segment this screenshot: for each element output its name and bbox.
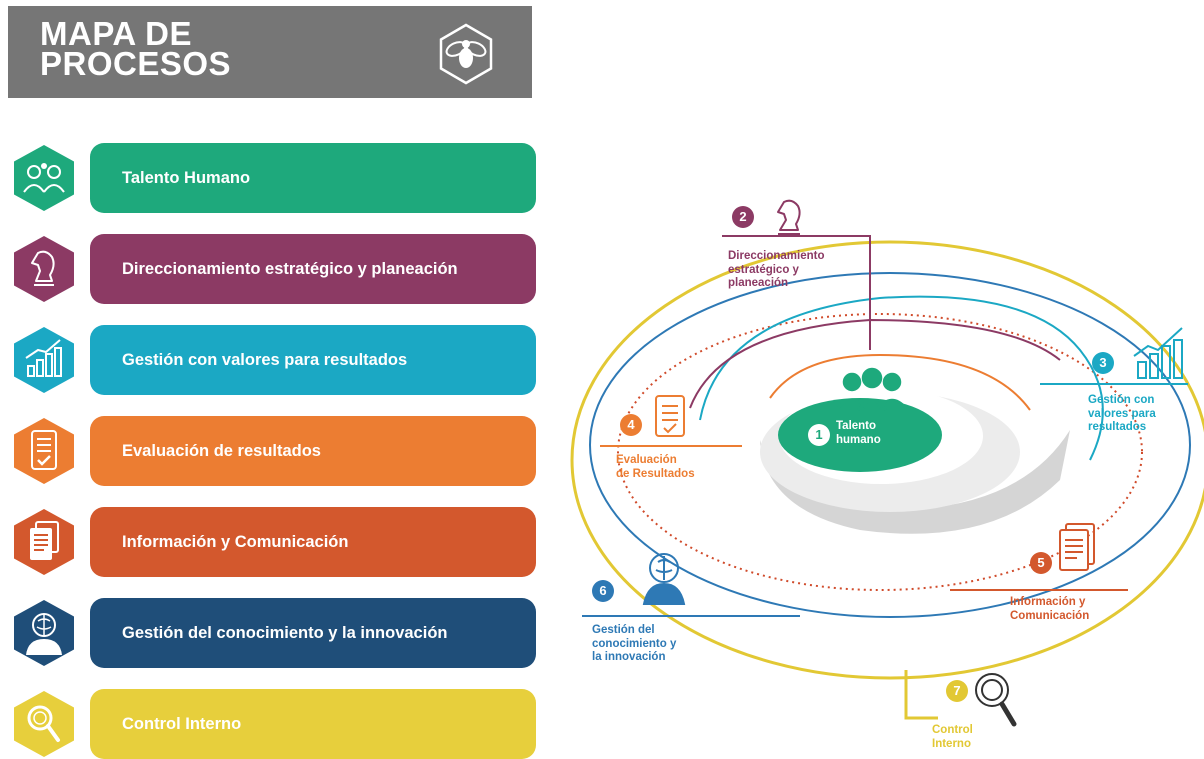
informacion-ring	[617, 313, 1143, 591]
bee-logo-icon	[439, 23, 493, 85]
checklist-doc-icon	[655, 395, 685, 437]
node-4-label: Evaluación de Resultados	[616, 454, 695, 481]
node-4-number: 4	[620, 414, 642, 436]
magnifier-diagram-icon	[975, 673, 1017, 727]
node-3-line-1: Gestión con	[1088, 394, 1155, 406]
magnifier-icon	[14, 691, 74, 757]
center-disk	[778, 398, 942, 472]
process-pill-6: Gestión del conocimiento y la innovación	[90, 598, 536, 668]
process-pill-7: Control Interno	[90, 689, 536, 759]
node-4-line-1: Evaluación	[616, 454, 677, 466]
node-3-line-3: resultados	[1088, 421, 1147, 433]
node-6-label: Gestión del conocimiento y la innovación	[592, 624, 676, 665]
brain-head-diagram-icon	[642, 553, 686, 605]
base-disk-shadow	[760, 430, 1070, 534]
process-cycle-diagram: 1 Talento humano 2 Direccionamiento estr…	[560, 180, 1204, 754]
process-pill-1: Talento Humano	[90, 143, 536, 213]
process-row-informacion[interactable]: Información y Comunicación	[10, 507, 540, 577]
documents-icon	[14, 509, 74, 575]
gestion-valores-ring	[699, 295, 1104, 461]
center-number: 1	[808, 424, 830, 446]
node-2-number: 2	[732, 206, 754, 228]
title-line-2: PROCESOS	[40, 45, 232, 82]
node-7-line-1: Control	[932, 724, 973, 736]
process-label-3: Gestión con valores para resultados	[122, 351, 408, 369]
evaluacion-ring	[769, 353, 1031, 411]
node-2-line-2: estratégico y	[728, 263, 799, 276]
node-5-line-2: Comunicación	[1010, 609, 1090, 622]
process-label-1: Talento Humano	[122, 169, 251, 187]
node-7-label: Control Interno	[932, 724, 973, 751]
chess-knight-icon	[14, 236, 74, 302]
process-pill-4: Evaluación de resultados	[90, 416, 536, 486]
center-label-line-2: humano	[836, 433, 881, 446]
node-6-line-1: Gestión del	[592, 624, 655, 636]
chart-growth-icon	[1133, 327, 1183, 379]
process-row-conocimiento[interactable]: Gestión del conocimiento y la innovación	[10, 598, 540, 668]
node-5-number: 5	[1030, 552, 1052, 574]
process-pill-5: Información y Comunicación	[90, 507, 536, 577]
center-label-line-1: Talento	[836, 420, 877, 432]
process-label-2: Direccionamiento estratégico y planeació…	[122, 260, 458, 278]
node-4-line-2: de Resultados	[616, 467, 695, 480]
knight-icon	[777, 199, 801, 235]
people-group-icon	[837, 367, 907, 411]
process-row-gestion-valores[interactable]: Gestión con valores para resultados	[10, 325, 540, 395]
bar-chart-icon	[14, 327, 74, 393]
node-5-line-1: Información y	[1010, 596, 1086, 608]
node-6-line-2: conocimiento y	[592, 637, 677, 650]
center-label: Talento humano	[836, 420, 881, 447]
process-label-5: Información y Comunicación	[122, 533, 349, 551]
process-row-control-interno[interactable]: Control Interno	[10, 689, 540, 759]
page-title: MAPA DE PROCESOS	[40, 15, 232, 82]
process-label-7: Control Interno	[122, 715, 242, 733]
brain-head-icon	[14, 600, 74, 666]
node-3-number: 3	[1092, 352, 1114, 374]
process-label-6: Gestión del conocimiento y la innovación	[122, 624, 448, 642]
process-pill-2: Direccionamiento estratégico y planeació…	[90, 234, 536, 304]
title-line-1: MAPA DE	[40, 15, 192, 52]
documents-stack-icon	[1059, 523, 1095, 571]
diagram-rings	[570, 199, 1204, 727]
node-2-label: Direccionamiento estratégico y planeació…	[728, 250, 825, 291]
process-label-4: Evaluación de resultados	[122, 442, 321, 460]
control-interno-ring	[570, 240, 1204, 680]
node-7-line-2: Interno	[932, 737, 971, 750]
node-7-number: 7	[946, 680, 968, 702]
node-3-label: Gestión con valores para resultados	[1088, 394, 1156, 435]
people-icon	[14, 145, 74, 211]
conocimiento-ring	[589, 272, 1191, 618]
process-row-evaluacion[interactable]: Evaluación de resultados	[10, 416, 540, 486]
node-2-line-3: planeación	[728, 277, 789, 289]
process-row-direccionamiento[interactable]: Direccionamiento estratégico y planeació…	[10, 234, 540, 304]
checklist-icon	[14, 418, 74, 484]
page-header: MAPA DE PROCESOS	[8, 6, 532, 98]
process-row-talento-humano[interactable]: Talento Humano	[10, 143, 540, 213]
node-5-label: Información y Comunicación	[1010, 596, 1089, 623]
process-pill-3: Gestión con valores para resultados	[90, 325, 536, 395]
node-2-line-1: Direccionamiento	[728, 250, 825, 262]
node-6-number: 6	[592, 580, 614, 602]
node-3-line-2: valores para	[1088, 407, 1156, 420]
node-6-line-3: la innovación	[592, 651, 666, 663]
